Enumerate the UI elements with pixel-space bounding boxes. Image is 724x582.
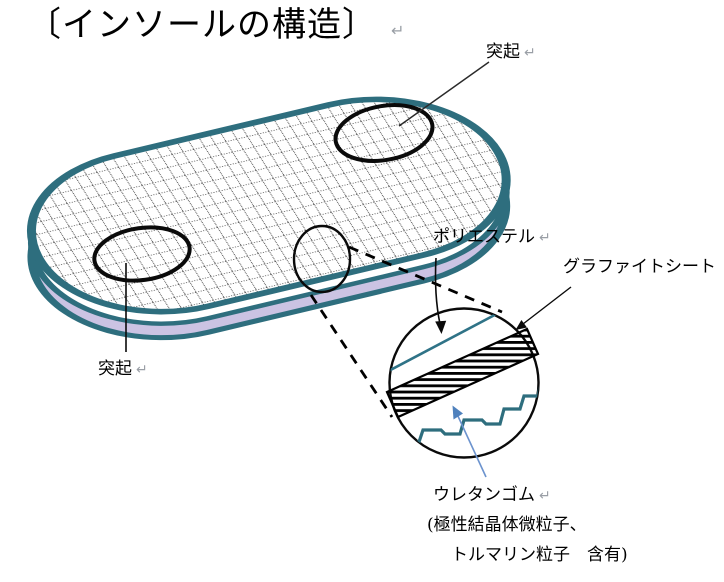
- urethane-note-line1: (極性結晶体微粒子、: [427, 515, 587, 536]
- polyester-layer-line: [389, 308, 507, 377]
- paragraph-mark: ↵: [391, 21, 406, 40]
- graphite-sheet-band: [385, 327, 540, 419]
- urethane-zigzag-line: [404, 381, 539, 444]
- paragraph-mark: ↵: [539, 230, 551, 246]
- polyester-arrowhead: [435, 320, 447, 334]
- magnifier-dashed-line-lower: [309, 294, 394, 418]
- urethane-rubber-label-text: ウレタンゴム: [433, 485, 535, 505]
- leader-line-protrusion-top: [398, 61, 490, 127]
- urethane-note-line2: トルマリン粒子 含有): [451, 545, 628, 566]
- urethane-arrowhead: [452, 405, 463, 420]
- protrusion-label-bottom: 突起↵: [98, 359, 148, 380]
- magnifier-dashed-line-upper: [348, 245, 503, 314]
- protrusion-ellipse-top: [333, 103, 435, 163]
- insole-top-face: [26, 96, 511, 315]
- urethane-note-line1-text: (極性結晶体微粒子、: [427, 515, 587, 535]
- polyester-arrow: [434, 257, 447, 334]
- protrusion-label-bottom-text: 突起: [98, 359, 132, 379]
- protrusion-label-top-text: 突起: [486, 42, 520, 62]
- graphite-sheet-label-text: グラファイトシート: [563, 257, 716, 277]
- page-title: 〔インソールの構造〕 ↵: [27, 5, 406, 45]
- protrusion-ellipse-left: [92, 225, 192, 283]
- magnifier-source-circle: [292, 224, 352, 294]
- polyester-label: ポリエステル↵: [433, 227, 551, 248]
- paragraph-mark: ↵: [136, 362, 148, 378]
- graphite-arrowhead: [515, 320, 527, 330]
- graphite-arrow: [515, 286, 572, 330]
- urethane-rubber-label: ウレタンゴム↵: [433, 485, 551, 506]
- insole: [26, 96, 511, 341]
- graphite-sheet-label: グラファイトシート: [563, 257, 716, 278]
- page-title-text: 〔インソールの構造〕: [27, 5, 377, 45]
- polyester-label-text: ポリエステル: [433, 227, 535, 247]
- paragraph-mark: ↵: [539, 488, 551, 504]
- paragraph-mark: ↵: [524, 45, 536, 61]
- protrusion-label-top: 突起↵: [486, 42, 536, 63]
- urethane-note-line2-text: トルマリン粒子 含有): [451, 545, 628, 565]
- insole-grid: [26, 96, 511, 315]
- urethane-arrow: [452, 405, 487, 478]
